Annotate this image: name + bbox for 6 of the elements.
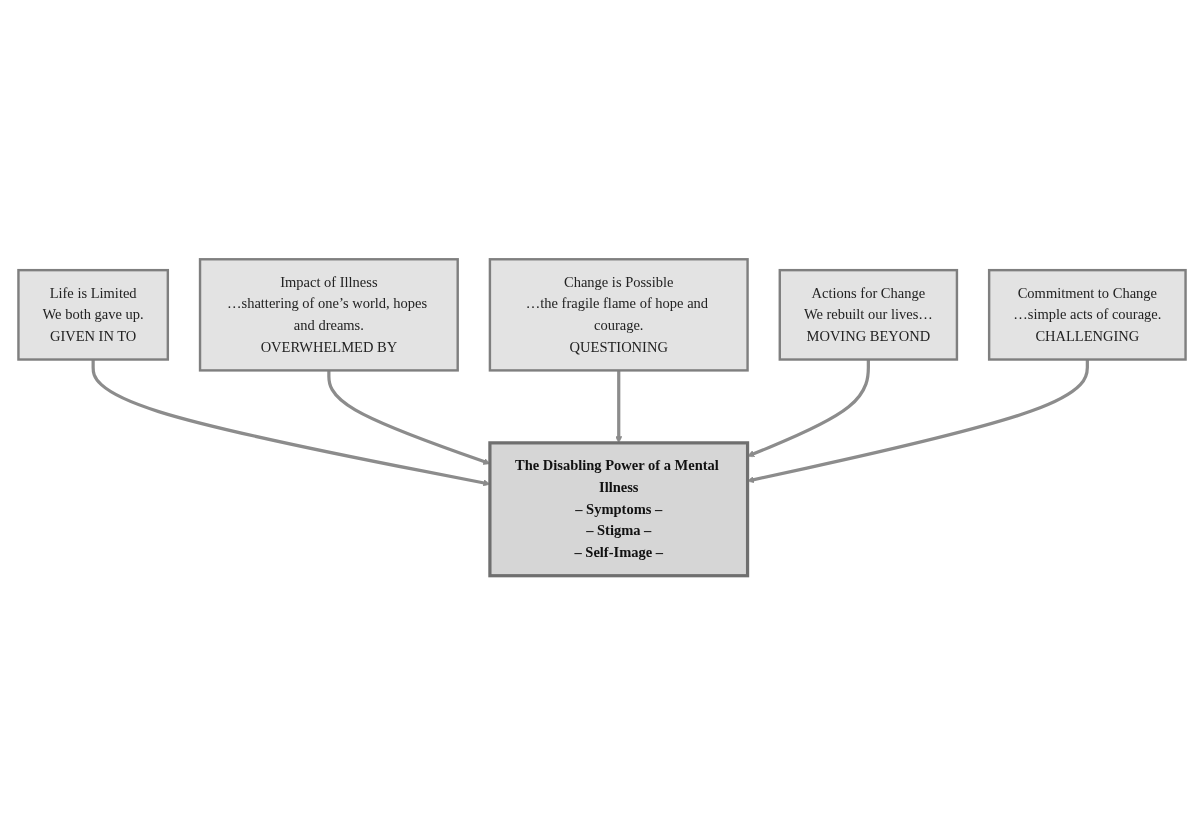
node-box: Commitment to Change …simple acts of courage. CHALLENGING [987,268,1187,361]
node-box: Actions for Change We rebuilt our lives… MOVING BEYOND [778,268,959,361]
node-box: Change is Possible …the fragile flame of hope and courage. QUESTIONING [488,258,749,372]
node-box: The Disabling Power of a Mental Illness – Symptoms – – Stigma – – Self-Image – [488,441,750,578]
node-box: Impact of Illness …shattering of one’s world, hopes and dreams. OVERWHELMED BY [198,258,459,372]
node-box: Life is Limited We both gave up. GIVEN IN TO [17,268,170,361]
